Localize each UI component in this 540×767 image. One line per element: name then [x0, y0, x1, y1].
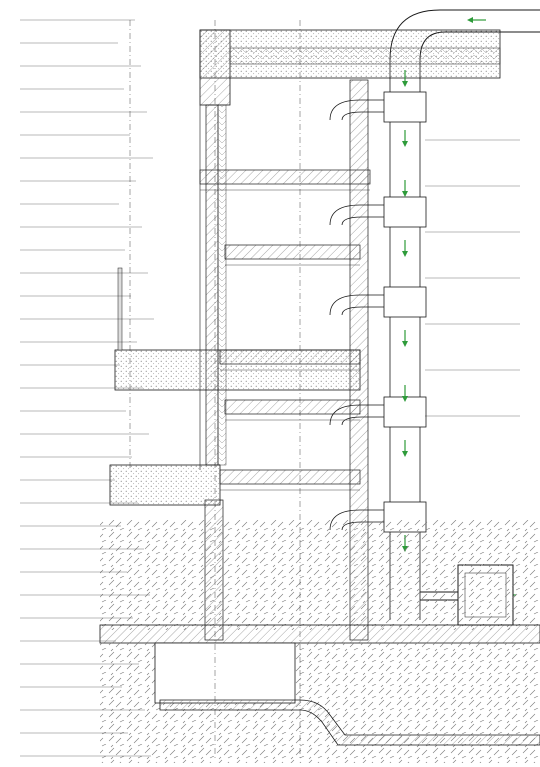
terrace-railing: [117, 267, 123, 351]
roof-insulation: [229, 47, 501, 65]
roof-structure: [199, 29, 501, 106]
terrace-slab: [114, 349, 361, 391]
duct-elbow-3: [329, 294, 390, 316]
airflow-arrow-icon: [402, 451, 408, 457]
facade-inner-leaf: [205, 104, 219, 466]
facade-insulation: [217, 104, 227, 466]
airflow-arrow-icon: [402, 251, 408, 257]
ground-soil-upper: [100, 520, 540, 630]
floor-slab-2: [224, 244, 361, 260]
duct-elbow-1: [329, 99, 390, 121]
annotation-leaders: [20, 19, 520, 757]
basement-wall: [204, 499, 224, 641]
duct-elbow-2: [329, 204, 390, 226]
foundation: [99, 499, 540, 763]
duct-junction-3: [383, 286, 427, 318]
airflow-arrow-icon: [467, 17, 473, 23]
airflow-arrow-icon: [402, 81, 408, 87]
deep-foundation: [154, 642, 296, 704]
duct-elbow-4: [329, 404, 390, 426]
duct-junction-2: [383, 196, 427, 228]
parapet: [199, 29, 231, 106]
floor-slab-1: [199, 169, 371, 185]
airflow-arrow-icon: [402, 341, 408, 347]
terrace: [109, 267, 361, 506]
floor-slab-4: [224, 399, 361, 415]
airflow-arrow-icon: [402, 141, 408, 147]
foundation-step: [159, 699, 540, 746]
facade-wall: [199, 104, 227, 470]
duct-junction-1: [383, 91, 427, 123]
airflow-arrow-icon: [402, 191, 408, 197]
ground-slab: [99, 624, 540, 644]
planter-box: [109, 464, 221, 506]
floor-slab-5: [219, 469, 361, 485]
riser-elbow: [389, 9, 540, 61]
duct-branches: [329, 91, 427, 533]
reference-axes: [129, 20, 301, 760]
airflow-arrow-icon: [402, 396, 408, 402]
